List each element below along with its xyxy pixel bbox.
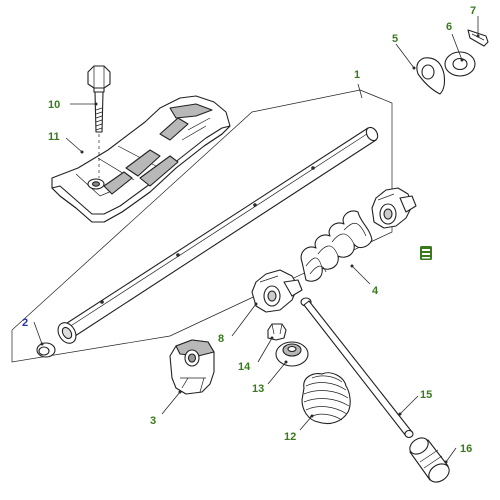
flat-washer[interactable] [444,51,476,77]
callout-10: 10 [48,99,60,111]
leader-lines [33,16,480,464]
callout-8: 8 [218,333,224,345]
callout-4: 4 [372,285,379,297]
rocker-arm-lower[interactable] [251,269,303,313]
rocker-shaft[interactable] [54,125,380,346]
callout-12: 12 [284,431,296,443]
callout-5: 5 [392,33,398,45]
callout-7: 7 [470,5,476,17]
shaft-end-plug[interactable] [36,342,56,358]
callout-1: 1 [354,69,360,81]
callout-14: 14 [238,361,251,373]
callout-11: 11 [48,131,60,143]
rocker-bracket[interactable] [51,95,231,223]
rocker-spring[interactable] [300,210,373,282]
bracket-bolt[interactable] [87,65,111,178]
callout-16: 16 [460,443,472,455]
callout-6: 6 [446,21,452,33]
callout-15: 15 [420,389,432,401]
callout-13: 13 [252,383,264,395]
valve-collet[interactable] [267,323,287,341]
push-rod[interactable] [300,297,414,439]
rocker-arm-upper[interactable] [371,187,417,229]
rocker-pedestal[interactable] [169,339,215,395]
valve-spring[interactable] [301,372,351,425]
illustration-reference-badge [420,246,432,260]
callout-3: 3 [150,415,156,427]
spring-cap[interactable] [275,341,309,367]
thrust-washer[interactable] [416,57,446,95]
tappet[interactable] [407,435,453,486]
callout-2: 2 [22,317,28,329]
assembly-bracket-outline [11,89,393,363]
